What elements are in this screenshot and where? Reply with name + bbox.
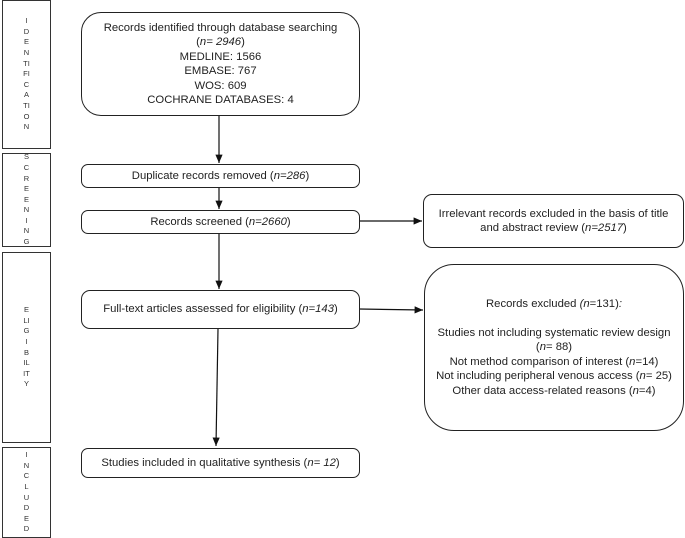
stage-label: SCREENING: [23, 152, 30, 247]
irrelevant-line2: and abstract review (n=2517): [480, 222, 627, 234]
studies-included-box: Studies included in qualitative synthesi…: [81, 448, 360, 478]
source-medline: MEDLINE: 1566: [179, 50, 262, 63]
identified-count: (n= 2946): [196, 36, 245, 48]
stage-label: ELIGIBILITY: [23, 305, 30, 389]
stage-included: INCLUDED: [2, 447, 51, 538]
arrow-fulltext-to-excluded: [358, 306, 424, 314]
irrelevant-line1: Irrelevant records excluded in the basis…: [438, 207, 669, 220]
fulltext-text: Full-text articles assessed for eligibil…: [103, 303, 338, 316]
excluded-title: Records excluded (n=131):: [486, 298, 622, 310]
reason-no-sr-design-count: (n= 88): [535, 341, 573, 353]
stage-label: IDENTIFICATION: [23, 16, 30, 132]
records-identified-box: Records identified through database sear…: [81, 12, 360, 116]
stage-label: INCLUDED: [23, 450, 30, 534]
stage-eligibility: ELIGIBILITY: [2, 252, 51, 443]
source-cochrane: COCHRANE DATABASES: 4: [147, 94, 294, 106]
source-wos: WOS: 609: [194, 79, 247, 92]
stage-identification: IDENTIFICATION: [2, 0, 51, 149]
reason-no-peripheral-access: Not including peripheral venous access (…: [436, 370, 672, 382]
arrow-fulltext-to-included: [212, 328, 220, 447]
records-excluded-box: Records excluded (n=131): Studies not in…: [424, 264, 684, 431]
reason-other-data-access: Other data access-related reasons (n=4): [452, 384, 656, 397]
reason-no-sr-design: Studies not including systematic review …: [437, 326, 671, 339]
fulltext-assessed-box: Full-text articles assessed for eligibil…: [81, 290, 360, 329]
source-embase: EMBASE: 767: [184, 65, 257, 77]
reason-no-method-comparison: Not method comparison of interest (n=14): [449, 355, 659, 368]
screened-text: Records screened (n=2660): [150, 215, 291, 228]
irrelevant-excluded-box: Irrelevant records excluded in the basis…: [423, 194, 684, 248]
included-text: Studies included in qualitative synthesi…: [101, 456, 340, 469]
duplicates-text: Duplicate records removed (n=286): [131, 169, 310, 182]
stage-screening: SCREENING: [2, 152, 51, 247]
identified-title: Records identified through database sear…: [103, 21, 338, 34]
records-screened-box: Records screened (n=2660): [81, 210, 360, 234]
duplicates-removed-box: Duplicate records removed (n=286): [81, 164, 360, 188]
